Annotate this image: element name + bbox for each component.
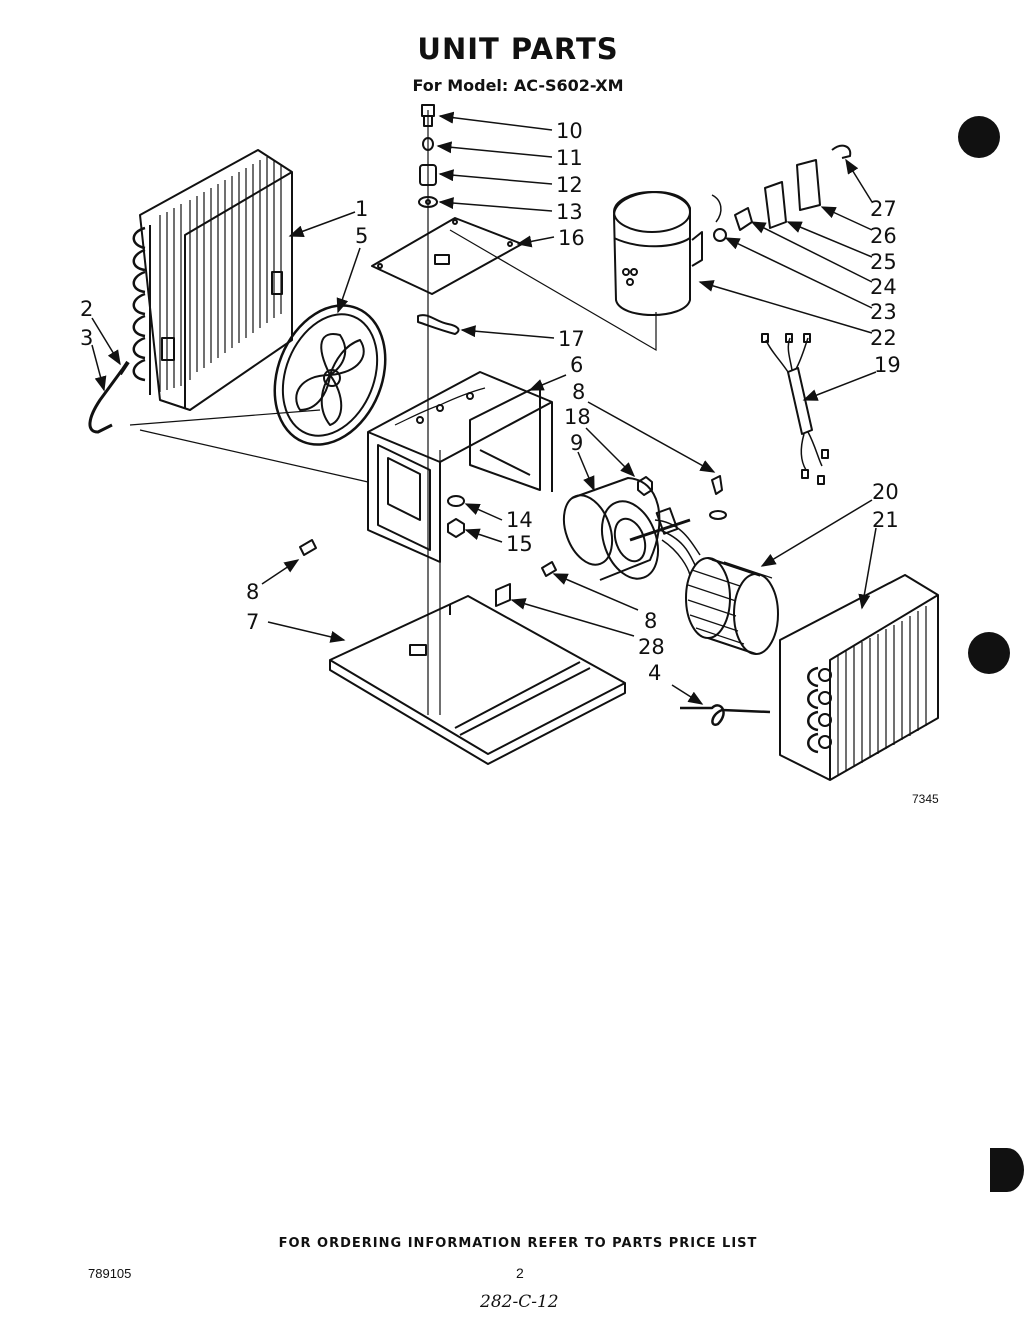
blower-wheel [685,557,779,655]
callout-7: 7 [246,610,259,634]
callout-20: 20 [872,480,899,504]
callout-18: 18 [564,405,591,429]
callout-16: 16 [558,226,585,250]
callout-2: 2 [80,297,93,321]
screws [299,475,727,577]
callout-25: 25 [870,250,897,274]
model-subtitle: For Model: AC-S602-XM [412,76,624,95]
callout-17: 17 [558,327,585,351]
chassis-frame [367,371,553,563]
fan-motor [562,477,701,581]
handwritten-code: 282-C-12 [480,1292,559,1312]
capillary-tube [88,360,130,434]
bracket [495,583,511,607]
mounting-plate [371,217,523,295]
callout-12: 12 [556,173,583,197]
callout-15: 15 [506,532,533,556]
callout-23: 23 [870,300,897,324]
callout-22: 22 [870,326,897,350]
refrigerant-tube [680,704,771,726]
binder-hole-bottom [990,1148,1024,1192]
alignment-lines [129,110,657,715]
callout-27: 27 [870,197,897,221]
callout-13: 13 [556,200,583,224]
binder-hole-top [958,116,1000,158]
callout-3: 3 [80,326,93,350]
condenser-fan-blade [273,304,387,446]
capacitor-harness [761,333,829,485]
base-pan [329,595,626,765]
callout-1: 1 [355,197,368,221]
callout-5: 5 [355,224,368,248]
washer-nut [447,495,465,538]
callout-8-upper: 8 [572,380,585,404]
document-number: 789105 [88,1266,132,1281]
callout-6: 6 [570,353,583,377]
binder-hole-middle [968,632,1010,674]
figure-number: 7345 [912,792,939,806]
page-title: UNIT PARTS [417,32,619,66]
leader-arrows [91,111,877,705]
condenser-coil [132,149,293,411]
callout-labels: 1 5 2 3 10 11 12 13 16 17 6 8 18 9 14 15… [80,119,901,685]
evaporator-coil [779,574,939,781]
callout-24: 24 [870,275,897,299]
callout-21: 21 [872,508,899,532]
page-number: 2 [516,1265,524,1281]
callout-11: 11 [556,146,583,170]
terminal-parts [711,144,852,242]
callout-26: 26 [870,224,897,248]
callout-19: 19 [874,353,901,377]
callout-8-left: 8 [246,580,259,604]
compressor [613,191,703,316]
callout-8-lower: 8 [644,609,657,633]
callout-9: 9 [570,431,583,455]
ordering-note: FOR ORDERING INFORMATION REFER TO PARTS … [278,1236,758,1251]
callout-10: 10 [556,119,583,143]
callout-28: 28 [638,635,665,659]
callout-4: 4 [648,661,661,685]
spring-clip [417,314,460,335]
callout-14: 14 [506,508,533,532]
